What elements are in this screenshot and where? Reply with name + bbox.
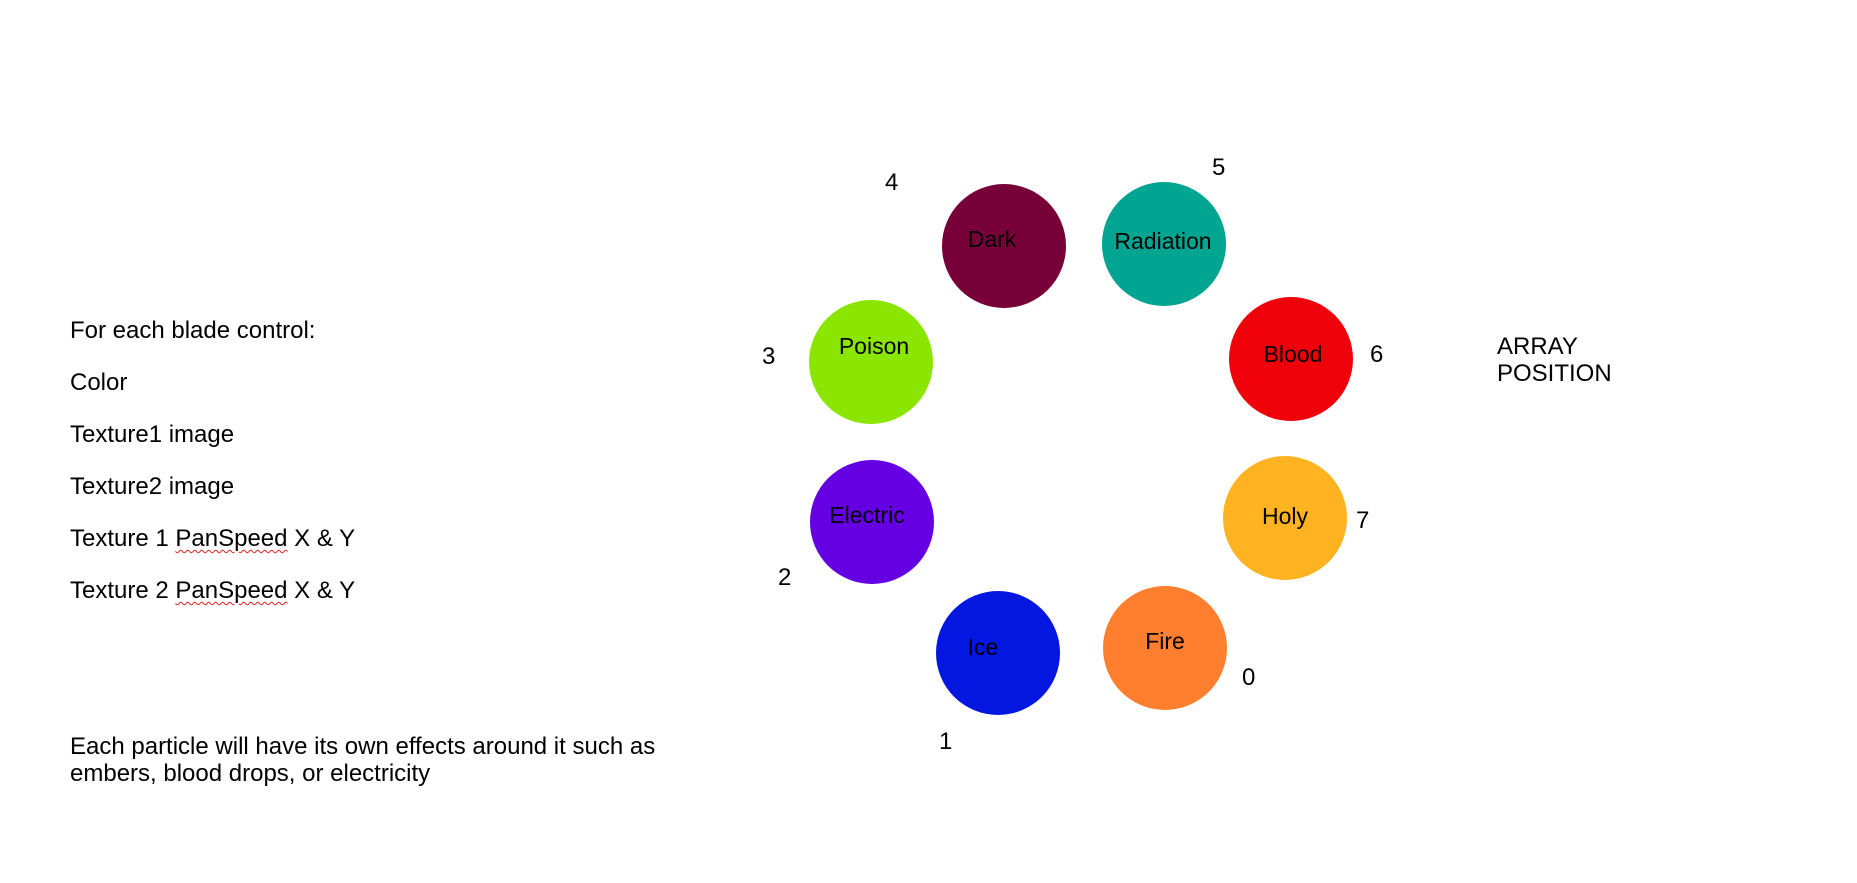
- element-circle-radiation: Radiation: [1102, 182, 1226, 306]
- element-circle-electric: Electric: [810, 460, 934, 584]
- note-item-texture2: Texture2 image: [70, 473, 235, 500]
- note-item-pan1: Texture 1 PanSpeed X & Y: [70, 525, 355, 552]
- index-label-1: 1: [939, 728, 953, 755]
- array-position-label: ARRAY POSITION: [1497, 333, 1657, 387]
- note-pan1-prefix: Texture 1: [70, 525, 176, 552]
- element-label-radiation: Radiation: [1114, 228, 1212, 254]
- index-label-5: 5: [1212, 154, 1226, 181]
- element-label-holy: Holy: [1261, 503, 1308, 529]
- note-item-texture1: Texture1 image: [70, 421, 235, 448]
- particles-note-line2: embers, blood drops, or electricity: [70, 760, 431, 787]
- index-label-3: 3: [762, 343, 776, 370]
- array-label-line2: POSITION: [1497, 360, 1612, 387]
- note-pan2-word: PanSpeed: [175, 577, 288, 604]
- element-circle-poison: Poison: [809, 300, 933, 424]
- element-circle-ice: Ice: [936, 591, 1060, 715]
- note-item-color: Color: [70, 369, 128, 396]
- element-circle-blood: Blood: [1229, 297, 1353, 421]
- index-label-7: 7: [1356, 507, 1370, 534]
- element-label-dark: Dark: [967, 226, 1017, 252]
- note-pan1-suffix: X & Y: [287, 525, 356, 552]
- note-pan1-word: PanSpeed: [175, 525, 288, 552]
- index-label-0: 0: [1242, 664, 1256, 691]
- notes-heading: For each blade control:: [70, 317, 316, 344]
- element-circle-fire: Fire: [1103, 586, 1227, 710]
- element-circle-holy: Holy: [1223, 456, 1347, 580]
- element-label-electric: Electric: [829, 502, 905, 528]
- element-label-blood: Blood: [1263, 341, 1323, 367]
- element-label-poison: Poison: [838, 333, 910, 359]
- particles-note-line1: Each particle will have its own effects …: [70, 733, 656, 760]
- element-label-ice: Ice: [967, 634, 999, 660]
- note-pan2-suffix: X & Y: [287, 577, 356, 604]
- element-circle-dark: Dark: [942, 184, 1066, 308]
- element-label-fire: Fire: [1145, 628, 1185, 654]
- index-label-2: 2: [778, 564, 792, 591]
- array-label-line1: ARRAY: [1497, 333, 1578, 360]
- index-label-6: 6: [1370, 341, 1384, 368]
- index-label-4: 4: [885, 169, 899, 196]
- note-pan2-prefix: Texture 2: [70, 577, 176, 604]
- note-item-pan2: Texture 2 PanSpeed X & Y: [70, 577, 355, 604]
